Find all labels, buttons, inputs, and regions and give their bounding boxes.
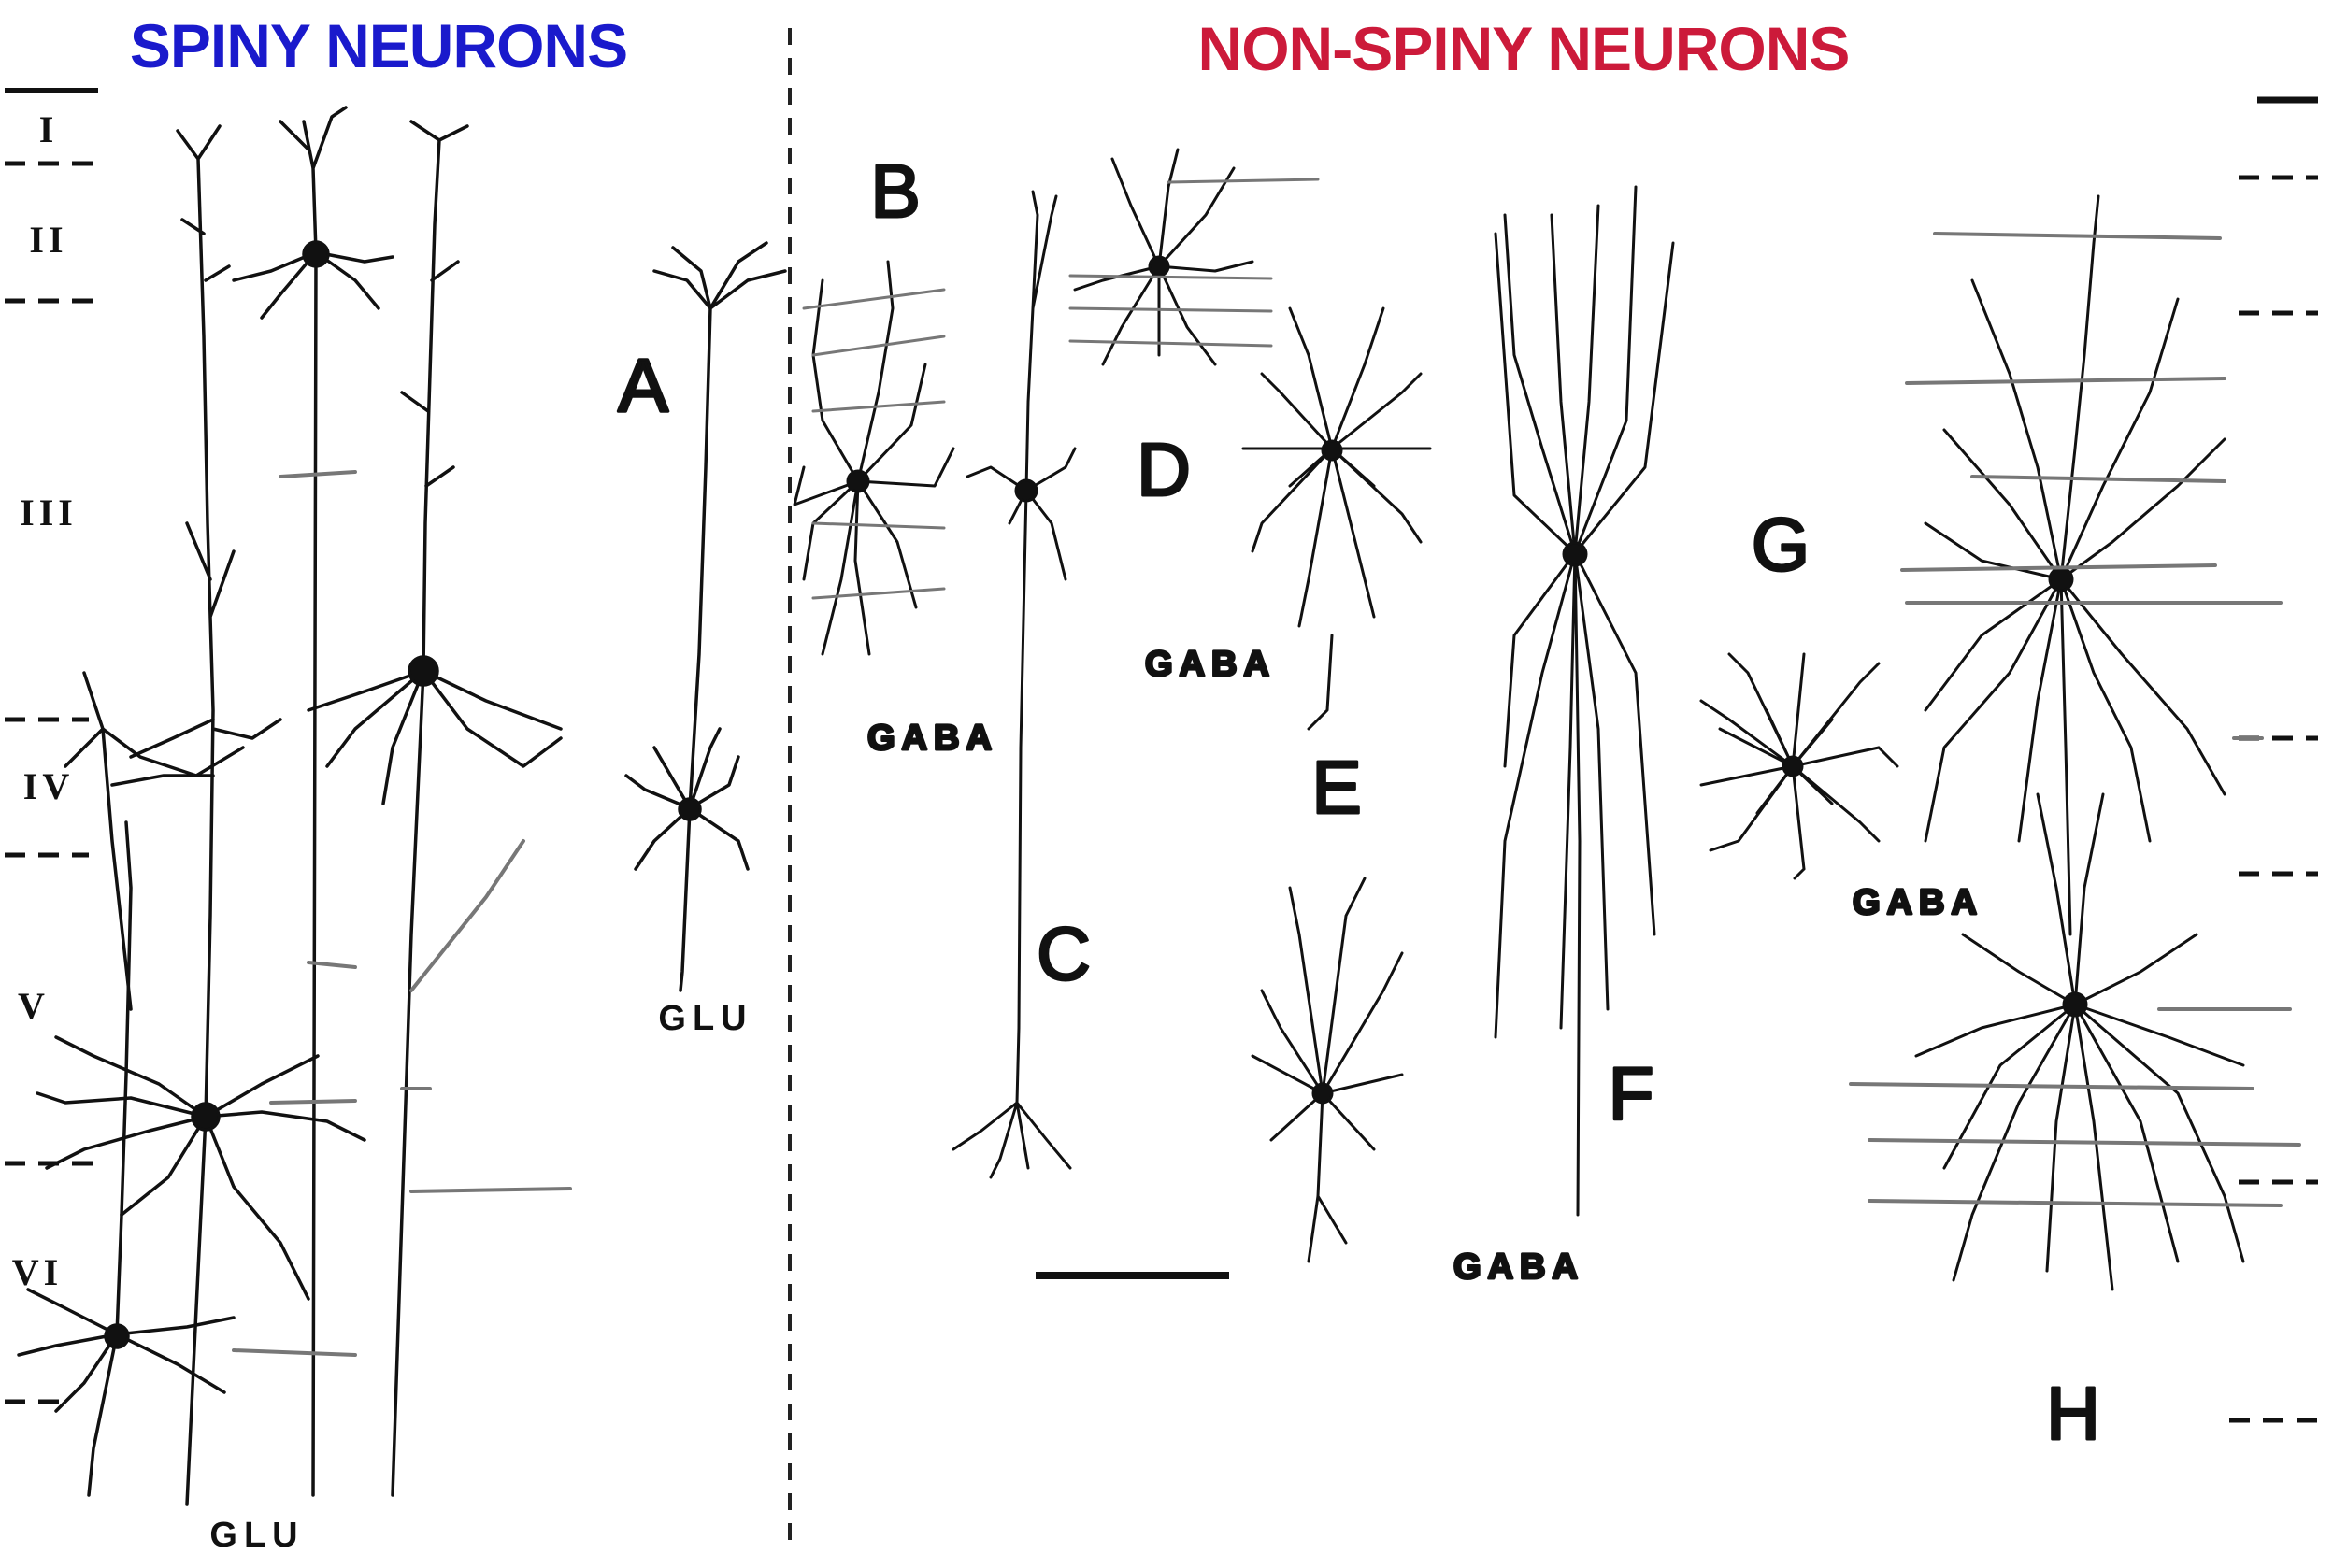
neuron-c	[952, 190, 1077, 1179]
layer-label-1: I	[39, 108, 59, 150]
gaba-label-b: GABA	[867, 719, 998, 758]
spiny-neurons-group: A	[17, 106, 787, 1506]
layer-label-6: VI	[12, 1251, 63, 1293]
layer-label-3: III	[20, 492, 78, 534]
neuron-g	[1699, 652, 1899, 880]
spiny-neurons-heading: SPINY NEURONS	[130, 11, 627, 80]
non-spiny-neurons-heading: NON-SPINY NEURONS	[1198, 14, 1850, 83]
glu-label-bottom: GLU	[209, 1516, 304, 1555]
neuron-h-lower	[1914, 792, 2245, 1291]
cell-label-g: G	[1752, 503, 1810, 586]
neuron-e	[1251, 877, 1404, 1263]
cell-label-c: C	[1037, 912, 1091, 995]
cell-label-b: B	[870, 150, 920, 233]
neuron-a	[624, 241, 787, 992]
pyramidal-neuron-layer2	[232, 106, 394, 1497]
layer-label-5: V	[18, 985, 50, 1027]
cell-label-a: A	[618, 344, 668, 427]
gaba-label-d: GABA	[1145, 645, 1276, 684]
neuron-h-upper	[1924, 194, 2226, 936]
gaba-label-f: GABA	[1453, 1247, 1584, 1287]
pyramidal-neuron-layer3	[307, 120, 563, 1497]
neuron-d-dense	[1241, 306, 1432, 731]
neuron-f	[1494, 185, 1675, 1217]
glu-label-a: GLU	[658, 999, 752, 1038]
cell-label-f: F	[1609, 1052, 1654, 1135]
layer-label-4: IV	[23, 765, 74, 807]
gaba-label-h: GABA	[1853, 883, 1983, 922]
spiny-neuron-layer6	[17, 820, 236, 1497]
layer-scale-right	[2229, 96, 2318, 1423]
layer-label-2: II	[29, 219, 67, 261]
non-spiny-neurons-group: C B D GABA GABA E F GABA G	[793, 148, 2301, 1457]
cell-label-e: E	[1311, 746, 1361, 829]
neuron-d-upper	[1073, 148, 1254, 366]
cell-label-h: H	[2046, 1372, 2100, 1455]
layer-scale-left	[5, 88, 98, 1404]
spiny-neuron-layer4	[64, 671, 245, 1011]
neuron-b	[793, 260, 955, 656]
cell-label-d: D	[1137, 428, 1191, 511]
